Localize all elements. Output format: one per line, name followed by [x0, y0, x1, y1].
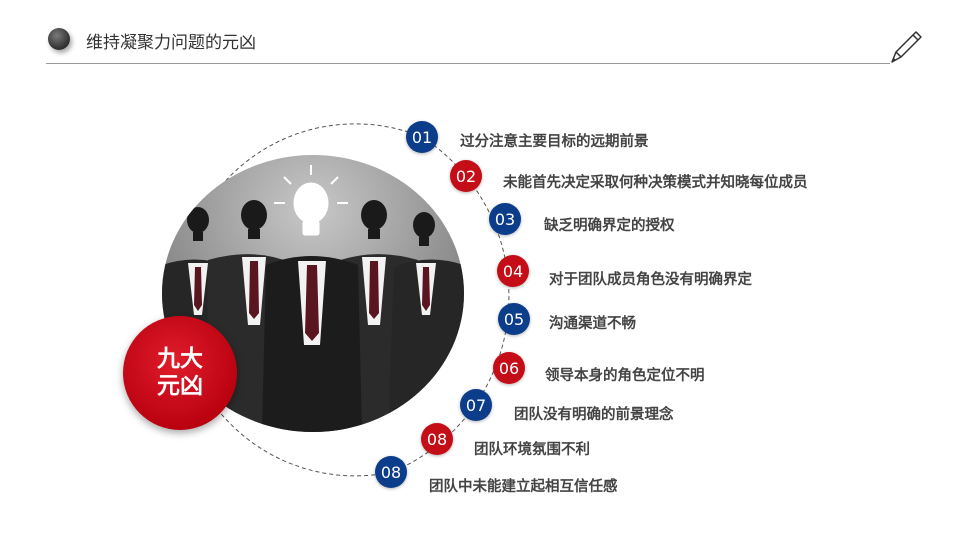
item-label-08: 团队环境氛围不利: [474, 442, 590, 458]
item-number-01: 01: [406, 121, 438, 153]
item-label-06: 领导本身的角色定位不明: [545, 368, 705, 384]
nine-culprits-badge: 九大 元凶: [123, 316, 237, 430]
item-label-03: 缺乏明确界定的授权: [544, 218, 675, 234]
slide-header: 维持凝聚力问题的元凶: [0, 0, 960, 70]
item-number-06: 06: [493, 352, 525, 384]
item-label-02: 未能首先决定采取何种决策模式并知晓每位成员: [503, 175, 808, 191]
item-label-07: 团队没有明确的前景理念: [514, 407, 674, 423]
item-number-09: 08: [375, 456, 407, 488]
page-title: 维持凝聚力问题的元凶: [86, 33, 256, 53]
item-number-04: 04: [497, 255, 529, 287]
badge-line-1: 九大: [157, 346, 203, 372]
pen-icon: [891, 31, 922, 63]
item-label-04: 对于团队成员角色没有明确界定: [549, 272, 752, 288]
item-number-08: 08: [421, 423, 453, 455]
item-number-03: 03: [489, 203, 521, 235]
item-label-09: 团队中未能建立起相互信任感: [429, 479, 618, 495]
item-number-07: 07: [460, 389, 492, 421]
title-underline: [46, 63, 890, 64]
item-label-05: 沟通渠道不畅: [549, 316, 636, 332]
item-number-05: 05: [498, 303, 530, 335]
badge-line-2: 元凶: [157, 373, 203, 399]
item-number-02: 02: [450, 160, 482, 192]
item-label-01: 过分注意主要目标的远期前景: [460, 134, 649, 150]
title-bullet-dot: [48, 28, 70, 50]
